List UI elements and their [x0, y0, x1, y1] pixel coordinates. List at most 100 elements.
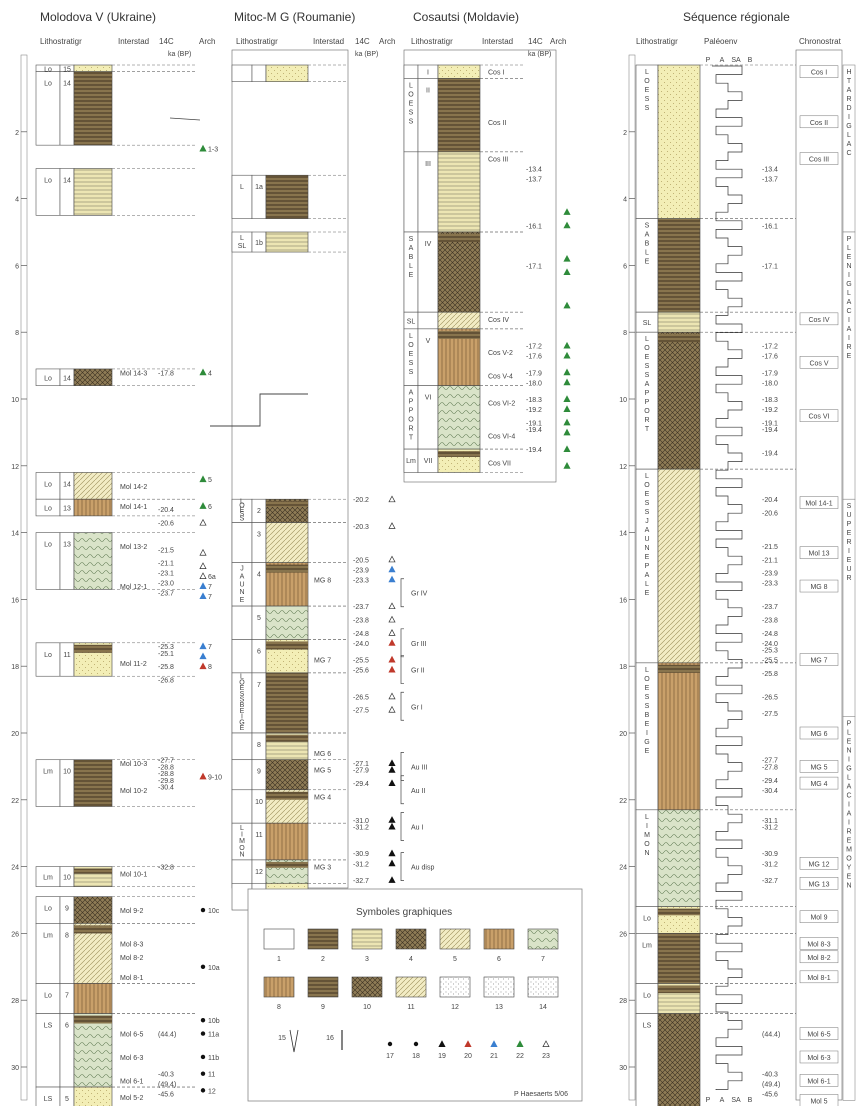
unit-number-label: 8	[65, 932, 69, 939]
litho-code-label: Lm	[642, 942, 652, 949]
c14-date: -27.5	[762, 711, 778, 718]
chronostrat-box	[799, 653, 839, 666]
legend-swatch-number: 4	[409, 956, 413, 963]
ruler-tick-label: 8	[623, 330, 627, 337]
c14-date: -40.3	[158, 1072, 174, 1079]
arch-triangle	[199, 642, 207, 650]
legend-symbol-number: 15	[278, 1035, 286, 1042]
arch-group-bracket	[400, 628, 404, 658]
unit-number-label: VII	[424, 458, 433, 465]
c14-date: -13.4	[526, 167, 542, 174]
c14-date: -27.7	[762, 758, 778, 765]
c14-date: -20.6	[158, 521, 174, 528]
c14-date: -24.0	[762, 641, 778, 648]
soil-band	[658, 220, 700, 229]
arch-group-label: Au II	[411, 788, 425, 795]
unit-number-label: I	[427, 70, 429, 77]
arch-label: 8	[208, 664, 212, 671]
arch-label: 7	[208, 584, 212, 591]
c14-date: -23.7	[353, 604, 369, 611]
title-mitoc: Mitoc-M G (Roumanie)	[234, 10, 355, 24]
arch-group-bracket	[400, 578, 404, 608]
arch-triangle	[542, 1040, 550, 1047]
soil-band	[266, 735, 308, 742]
header-lithostratigr: Lithostratigr	[411, 37, 453, 46]
lithology-layer	[437, 311, 481, 330]
unit-number-label: 6	[65, 1023, 69, 1030]
paleo-code-top: B	[748, 57, 753, 64]
interstadial-label: MG 5	[314, 768, 331, 775]
legend-swatch	[307, 976, 339, 998]
chronostrat-box	[799, 910, 839, 923]
c14-date: (44.4)	[762, 1032, 780, 1039]
arch-triangle	[388, 692, 396, 700]
arch-dot	[413, 1041, 419, 1047]
ruler-tick-label: 20	[11, 731, 19, 738]
interstadial-label: Mol 13-2	[120, 544, 147, 551]
unit-number-cell	[59, 759, 75, 807]
c14-date: -18.3	[762, 397, 778, 404]
lithology-layer	[657, 218, 701, 313]
chronostrat-label: MG 7	[810, 658, 827, 665]
litho-code-label: Lo	[643, 916, 651, 923]
arch-triangle	[199, 144, 207, 152]
arch-dot	[200, 907, 206, 913]
c14-date: -19.2	[526, 407, 542, 414]
unit-number-cell	[59, 642, 75, 677]
ruler-tick-label: 8	[15, 330, 19, 337]
c14-date: -25.8	[158, 664, 174, 671]
legend-swatch-number: 7	[541, 956, 545, 963]
arch-group-label: Gr III	[411, 641, 427, 648]
lithology-layer	[73, 532, 113, 590]
c14-date: -23.3	[762, 581, 778, 588]
paleo-code-bottom: A	[720, 1097, 725, 1104]
chronostrat-label: Cos III	[809, 157, 829, 164]
c14-date: -32.7	[353, 878, 369, 885]
ka-label: ka (BP)	[168, 51, 191, 58]
arch-group-bracket	[400, 655, 404, 684]
unit-number-label: 5	[257, 615, 261, 622]
soil-band	[438, 451, 480, 457]
arch-triangle	[563, 268, 571, 276]
interstadial-label: Mol 11-2	[120, 661, 147, 668]
arch-triangle	[563, 462, 571, 469]
unit-number-label: 14	[63, 178, 71, 185]
arch-group-label: Gr IV	[411, 591, 428, 598]
interstadial-label: Cos II	[488, 120, 506, 127]
legend-swatch-number: 5	[453, 956, 457, 963]
arch-triangle	[388, 849, 396, 857]
chronostrat-box	[799, 950, 839, 964]
lithology-layer	[73, 498, 113, 517]
c14-date: -23.9	[762, 571, 778, 578]
c14-date: -25.5	[353, 658, 369, 665]
unit-number-cell	[251, 522, 267, 563]
litho-code-cell	[35, 532, 61, 590]
interstadial-label: MG 8	[314, 577, 331, 584]
interstadial-label: Mol 9-2	[120, 908, 143, 915]
legend-swatch-number: 6	[497, 956, 501, 963]
c14-date: -23.9	[353, 567, 369, 574]
unit-number-label: 7	[257, 682, 261, 689]
title-molodova: Molodova V (Ukraine)	[40, 10, 156, 24]
legend-swatch-number: 11	[407, 1004, 414, 1011]
ruler-tick-label: 28	[619, 998, 627, 1005]
legend-symbol-number: 20	[464, 1053, 472, 1060]
lithology-layer	[73, 759, 113, 807]
lithology-layer	[73, 983, 113, 1014]
unit-number-label: 8	[257, 742, 261, 749]
arch-triangle	[563, 428, 571, 436]
chronostrat-label: Cos V	[809, 360, 828, 367]
c14-date: -25.5	[762, 658, 778, 665]
arch-triangle	[464, 1040, 472, 1047]
litho-code-label: Lo	[44, 66, 52, 73]
chronostrat-label: Cos II	[810, 120, 828, 127]
arch-triangle	[388, 565, 396, 573]
c14-date: -31.2	[762, 861, 778, 868]
